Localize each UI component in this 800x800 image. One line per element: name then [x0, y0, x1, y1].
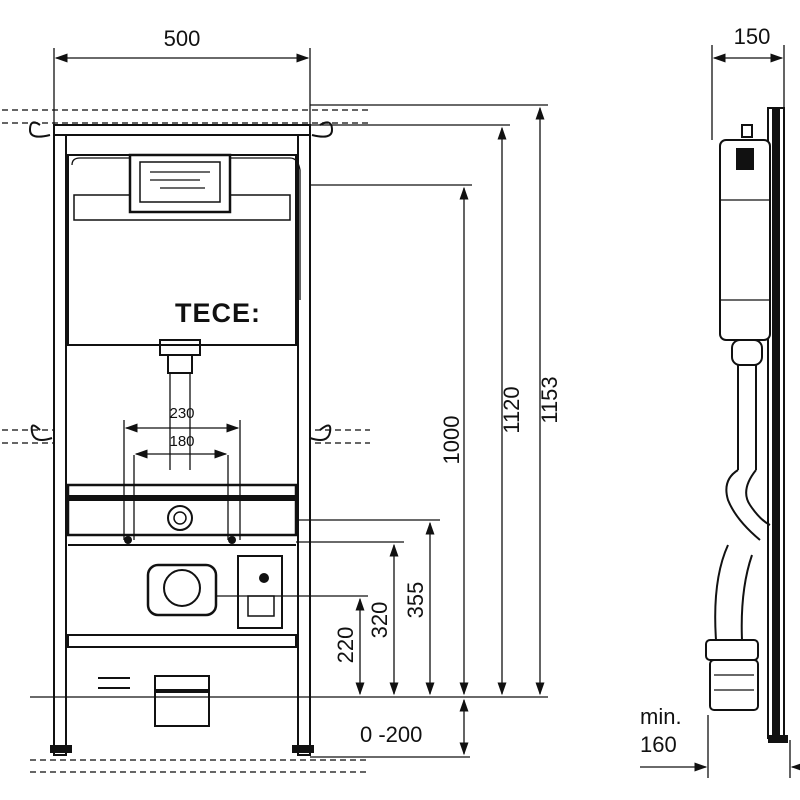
side-view-frame — [705, 107, 788, 743]
brand-label: TECE: — [175, 298, 261, 328]
wall-hatch-lines — [2, 109, 370, 773]
depth-label: 150 — [734, 24, 771, 49]
front-view-frame — [28, 121, 334, 756]
width-dimension — [53, 48, 311, 125]
inner-spacing-dimensions — [123, 420, 241, 540]
depth-dimension — [711, 45, 785, 140]
min-depth-label-line1: min. — [640, 704, 682, 729]
spacing-180-label: 180 — [169, 433, 194, 450]
height-dimensions — [30, 104, 548, 758]
height-1000-label: 1000 — [439, 416, 464, 465]
adjust-range-label: 0 -200 — [360, 722, 422, 747]
min-depth-dimension — [640, 715, 800, 778]
height-1120-label: 1120 — [499, 386, 524, 433]
height-1153-label: 1153 — [537, 376, 562, 423]
height-220-label: 220 — [333, 627, 358, 664]
spacing-230-label: 230 — [169, 405, 194, 422]
height-355-label: 355 — [403, 582, 428, 619]
min-depth-label-line2: 160 — [640, 732, 677, 757]
width-label: 500 — [164, 26, 201, 51]
height-320-label: 320 — [367, 602, 392, 639]
